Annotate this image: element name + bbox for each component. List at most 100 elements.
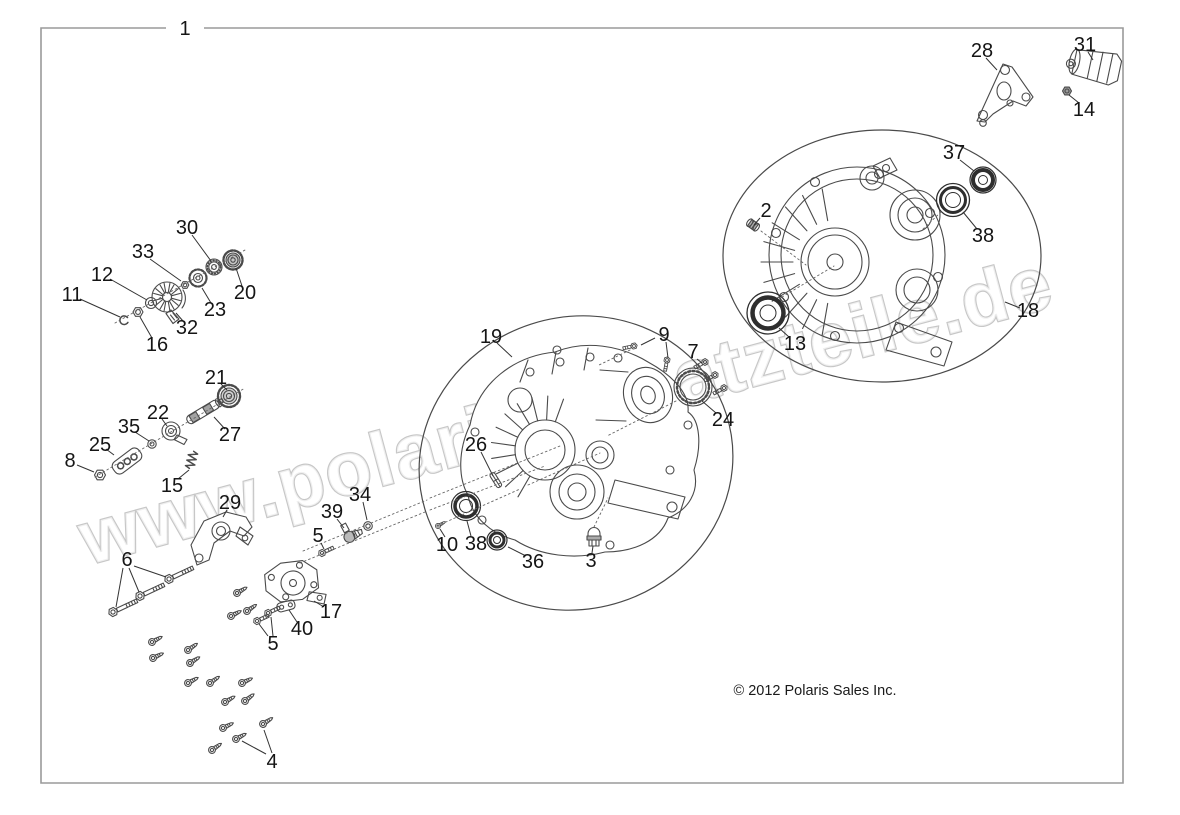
callout-19: 19 (480, 326, 502, 348)
callout-12-leader (109, 278, 148, 301)
screw-10 (434, 519, 448, 530)
callout-38: 38 (465, 533, 487, 555)
seal-38-left (450, 490, 482, 522)
callout-6-leader (128, 567, 140, 593)
callout-16-leader (139, 316, 153, 339)
gasket-24 (673, 367, 713, 407)
callout-23-leader (201, 287, 212, 304)
callout-18-leader (1004, 301, 1021, 309)
callout-2: 2 (760, 200, 771, 222)
callout-7-leader (696, 358, 703, 364)
copyright-text: © 2012 Polaris Sales Inc. (733, 683, 896, 699)
gearcase-cover (760, 157, 953, 367)
callout-32-leader (175, 312, 184, 322)
callout-15: 15 (161, 475, 183, 497)
callout-36: 36 (522, 551, 544, 573)
governor-32 (151, 281, 186, 325)
seal-37 (969, 166, 997, 194)
callout-38-leader (962, 211, 978, 230)
callout-4-leader (241, 740, 267, 755)
callout-34-leader (362, 501, 368, 521)
callout-17-leader (313, 600, 325, 608)
callout-39-leader (336, 518, 345, 529)
fitting-39 (340, 522, 363, 543)
callout-24: 24 (712, 409, 734, 431)
callout-13: 13 (784, 333, 806, 355)
callout-1: 1 (179, 18, 190, 40)
callout-38-leader (466, 520, 472, 537)
callout-35: 35 (118, 416, 140, 438)
callout-26: 26 (465, 434, 487, 456)
callout-21: 21 (205, 367, 227, 389)
callout-16: 16 (146, 334, 168, 356)
callout-27-leader (213, 416, 226, 430)
case-group-ellipse (418, 315, 734, 611)
callout-6: 6 (121, 549, 132, 571)
motor-31 (1065, 48, 1123, 86)
callout-32: 32 (176, 317, 198, 339)
callout-33: 33 (132, 241, 154, 263)
seal-13 (746, 291, 790, 335)
bracket-29 (190, 511, 254, 566)
callout-18: 18 (1017, 300, 1039, 322)
bellcrank-22 (161, 421, 188, 446)
callout-36-leader (507, 546, 527, 557)
callout-4: 4 (266, 751, 277, 773)
drain-plug-3 (586, 526, 602, 547)
callout-15-leader (177, 469, 190, 480)
callout-7: 7 (687, 341, 698, 363)
diagram-artwork (93, 48, 1123, 756)
nut-16 (132, 307, 144, 317)
callout-10: 10 (436, 534, 458, 556)
spring-15 (184, 450, 199, 470)
callout-37-leader (959, 159, 975, 172)
callout-30-leader (191, 234, 212, 262)
callout-2-leader (753, 217, 761, 226)
callout-20-leader (235, 267, 243, 287)
gear-23 (188, 268, 208, 288)
callout-31-leader (1087, 51, 1094, 61)
callout-8-leader (76, 464, 95, 473)
gear-20 (222, 249, 244, 271)
callout-37: 37 (943, 142, 965, 164)
callout-27: 27 (219, 424, 241, 446)
callout-3-leader (591, 545, 594, 554)
diagram-border (40, 27, 1124, 784)
screw-cluster (146, 583, 276, 756)
callout-22: 22 (147, 402, 169, 424)
callout-5: 5 (312, 525, 323, 547)
callout-22-leader (161, 418, 168, 427)
callout-29: 29 (219, 492, 241, 514)
main-gearcase (460, 344, 700, 557)
callout-21-leader (220, 383, 228, 391)
callout-11: 11 (62, 284, 83, 306)
callout-6-leader (133, 565, 167, 578)
callout-5-leader (320, 542, 325, 550)
callout-38: 38 (972, 225, 994, 247)
callout-35-leader (134, 431, 150, 442)
callout-40: 40 (291, 618, 313, 640)
callout-23: 23 (204, 299, 226, 321)
callout-39: 39 (321, 501, 343, 523)
callout-25: 25 (89, 434, 111, 456)
detent-plate-25 (111, 447, 143, 475)
worm-shaft-27 (186, 397, 225, 425)
callout-9-leader (665, 341, 669, 359)
callout-17: 17 (320, 601, 342, 623)
callout-3: 3 (585, 550, 596, 572)
assembly-axis-lines (94, 211, 942, 564)
callout-6-leader (115, 567, 124, 608)
callout-5-leader (258, 623, 269, 637)
cover-group-ellipse (722, 129, 1042, 383)
callout-5-leader (270, 616, 274, 637)
actuator-17 (264, 559, 327, 605)
callout-19-leader (496, 342, 513, 358)
callout-11-leader (79, 298, 121, 318)
callout-28-leader (985, 57, 998, 71)
callout-24-leader (701, 400, 717, 414)
seal-38-right (935, 182, 971, 218)
callout-14: 14 (1073, 99, 1095, 121)
bracket-28 (976, 63, 1034, 127)
